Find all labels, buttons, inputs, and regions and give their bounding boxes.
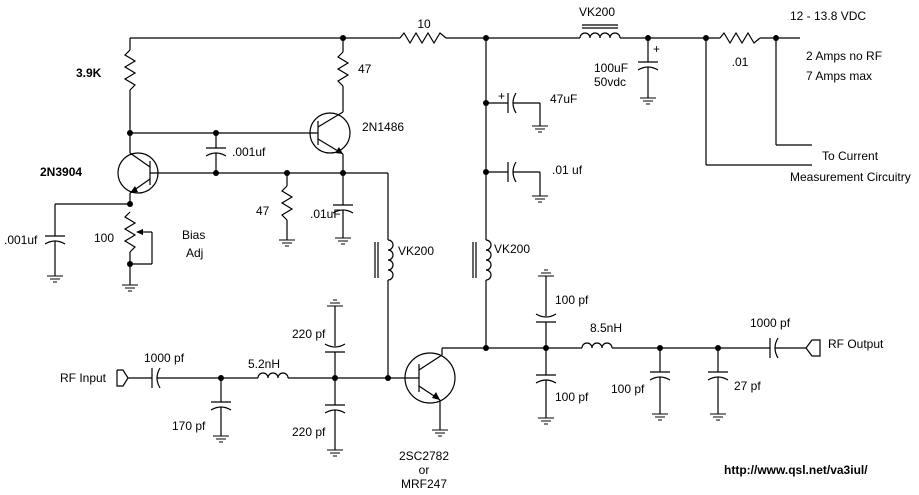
inductor-8-5nh — [581, 342, 770, 349]
rf-input-connector — [116, 369, 152, 387]
resistor-47-mid — [279, 173, 295, 247]
choke-vk200-top — [579, 24, 621, 39]
cap-220pf-bottom — [324, 378, 346, 457]
cap-27pf — [707, 348, 729, 421]
label-ind-52: 5.2nH — [248, 357, 280, 371]
label-pot-100: 100 — [94, 231, 114, 245]
label-r-47-mid: 47 — [256, 204, 270, 218]
label-cap-01uf-mid: .01uF — [310, 207, 341, 221]
label-cap-100uf-v: 50vdc — [594, 75, 626, 89]
top-rail-wires — [129, 37, 800, 50]
label-r-3k9: 3.9K — [76, 66, 102, 80]
current-measure-line1: To Current — [822, 149, 879, 163]
url-footer: http://www.qsl.net/va3iul/ — [724, 463, 868, 477]
supply-current-no-rf: 2 Amps no RF — [806, 49, 882, 63]
label-choke-mid: VK200 — [398, 244, 434, 258]
cap-001uf-left — [44, 203, 130, 283]
rf-output-connector — [805, 339, 821, 357]
label-rf-output: RF Output — [828, 337, 884, 351]
label-cap-220-bot: 220 pf — [292, 425, 326, 439]
resistor-10 — [399, 31, 447, 45]
label-ind-85: 8.5nH — [590, 321, 622, 335]
label-bias-1: Bias — [182, 228, 205, 242]
cap-170pf — [210, 378, 232, 443]
label-cap-1000-in: 1000 pf — [144, 351, 185, 365]
label-r-10: 10 — [417, 17, 431, 31]
label-q-out-1: 2SC2782 — [399, 449, 449, 463]
plus-100uf: + — [653, 42, 660, 56]
label-cap-001uf-left: .001uf — [4, 233, 38, 247]
label-choke-top: VK200 — [579, 5, 615, 19]
label-cap-100-top: 100 pf — [555, 293, 589, 307]
transistor-2n1486 — [309, 111, 351, 173]
pot-100 — [122, 211, 153, 292]
label-cap-100-out: 100 pf — [611, 382, 645, 396]
cap-001uf-mid — [205, 133, 227, 173]
cap-01uf-mid — [332, 173, 354, 245]
cap-100pf-bottom — [535, 348, 557, 425]
resistor-47-top — [336, 38, 350, 112]
cap-01uf-right — [486, 161, 548, 203]
cap-100pf-top — [535, 269, 557, 348]
cap-1000pf-output — [769, 337, 806, 359]
right-bus — [472, 38, 492, 348]
transistor-2n3904 — [117, 133, 159, 204]
cap-100pf-out — [649, 348, 671, 421]
label-bias-2: Adj — [186, 246, 203, 260]
label-q-out-2: or — [419, 463, 430, 477]
label-2n1486: 2N1486 — [362, 120, 404, 134]
label-choke-right: VK200 — [494, 242, 530, 256]
cap-47uf — [486, 92, 548, 133]
label-cap-001uf-mid: .001uf — [232, 145, 266, 159]
inductor-5-2nh — [257, 372, 393, 379]
transistor-output — [393, 347, 486, 437]
supply-voltage: 12 - 13.8 VDC — [790, 9, 866, 23]
resistor-shunt-01 — [705, 31, 812, 166]
junction-dots — [127, 35, 779, 381]
resistor-3k9 — [123, 49, 137, 133]
label-q-out-3: MRF247 — [401, 477, 447, 491]
label-cap-100uf: 100uF — [594, 61, 628, 75]
supply-current-max: 7 Amps max — [806, 69, 872, 83]
cap-220pf-top — [324, 299, 346, 378]
label-cap-220-top: 220 pf — [292, 327, 326, 341]
label-2n3904: 2N3904 — [40, 165, 82, 179]
plus-47uf: + — [498, 89, 505, 103]
current-measure-line2: Measurement Circuitry — [790, 170, 911, 184]
label-cap-100-bot: 100 pf — [555, 390, 589, 404]
label-cap-170: 170 pf — [172, 419, 206, 433]
label-r-shunt: .01 — [732, 55, 749, 69]
label-rf-input: RF Input — [60, 371, 107, 385]
label-cap-27: 27 pf — [734, 379, 761, 393]
label-r-47-top: 47 — [358, 62, 372, 76]
cap-100uf — [637, 38, 659, 105]
label-cap-01uf-right: .01 uf — [552, 163, 583, 177]
cap-1000pf-input — [151, 367, 258, 389]
label-cap-1000-out: 1000 pf — [750, 316, 791, 330]
choke-vk200-mid — [374, 239, 394, 378]
label-cap-47uf: 47uF — [550, 92, 577, 106]
